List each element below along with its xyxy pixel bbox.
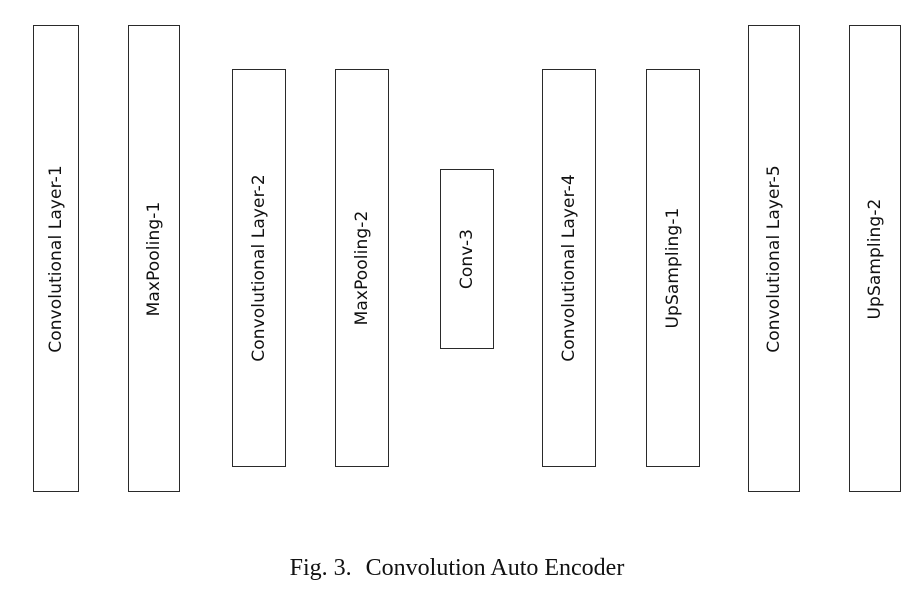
figure-caption: Fig. 3. Convolution Auto Encoder (0, 555, 914, 582)
layer-block-upsampling-1: UpSampling-1 (646, 69, 700, 467)
layer-block-maxpooling-2: MaxPooling-2 (335, 69, 389, 467)
layer-label: Convolutional Layer-2 (249, 174, 269, 362)
layer-block-conv-3: Conv-3 (440, 169, 494, 349)
autoencoder-diagram: Convolutional Layer-1 MaxPooling-1 Convo… (33, 25, 901, 492)
layer-label: UpSampling-1 (663, 207, 683, 329)
layer-block-maxpooling-1: MaxPooling-1 (128, 25, 180, 492)
layer-label: UpSampling-2 (865, 198, 885, 319)
layer-block-convolutional-layer-1: Convolutional Layer-1 (33, 25, 79, 492)
layer-block-convolutional-layer-5: Convolutional Layer-5 (748, 25, 800, 492)
figure-title: Convolution Auto Encoder (365, 555, 625, 581)
layer-label: Conv-3 (457, 228, 477, 290)
figure-number: Fig. 3. (289, 555, 352, 581)
layer-label: MaxPooling-1 (144, 201, 164, 316)
layer-block-convolutional-layer-4: Convolutional Layer-4 (542, 69, 596, 467)
layer-block-upsampling-2: UpSampling-2 (849, 25, 901, 492)
layer-label: Convolutional Layer-5 (764, 164, 784, 353)
layer-label: Convolutional Layer-1 (46, 164, 66, 353)
layer-label: MaxPooling-2 (352, 210, 372, 326)
layer-block-convolutional-layer-2: Convolutional Layer-2 (232, 69, 286, 467)
layer-label: Convolutional Layer-4 (559, 174, 579, 362)
